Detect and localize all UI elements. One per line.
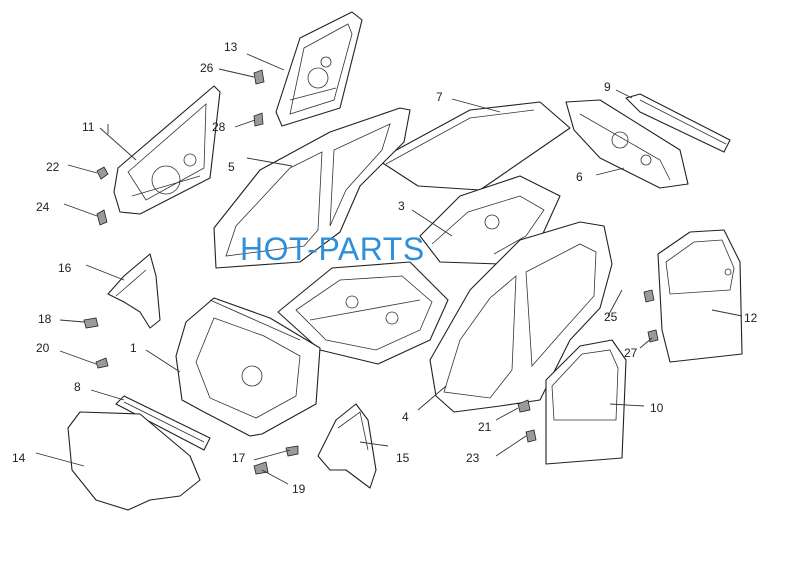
callout-21: 21 <box>478 420 492 434</box>
part-6-rear-panel <box>565 99 689 189</box>
part-22-hinge <box>96 166 109 180</box>
callout-11: 11 <box>82 120 95 134</box>
part-28-bracket <box>253 112 264 127</box>
leader-lines <box>35 53 743 485</box>
callout-16: 16 <box>58 261 72 275</box>
callout-19: 19 <box>292 482 306 496</box>
callout-18: 18 <box>38 312 52 326</box>
part-16-fender-left <box>107 253 161 329</box>
callout-4: 4 <box>402 410 409 424</box>
part-24-hinge <box>96 209 108 226</box>
part-7-roof <box>377 101 571 191</box>
part-9-rear-beam <box>625 93 731 153</box>
part-8-bumper-beam <box>115 395 211 451</box>
part-21-bracket <box>517 399 531 413</box>
part-13-door-frame <box>275 11 363 127</box>
callout-17: 17 <box>232 451 246 465</box>
part-15-fender-right <box>317 403 377 489</box>
callout-12: 12 <box>744 311 758 325</box>
callout-5: 5 <box>228 160 235 174</box>
callout-9: 9 <box>604 80 611 94</box>
part-5-side-outer <box>213 107 411 269</box>
callout-6: 6 <box>576 170 583 184</box>
callout-3: 3 <box>398 199 405 213</box>
callout-1: 1 <box>130 341 137 355</box>
part-25-bracket <box>643 289 655 303</box>
callout-13: 13 <box>224 40 238 54</box>
callout-10: 10 <box>650 401 664 415</box>
part-11-front-door <box>113 85 221 215</box>
callout-22: 22 <box>46 160 60 174</box>
part-20-bracket <box>95 357 109 369</box>
callout-23: 23 <box>466 451 480 465</box>
callout-8: 8 <box>74 380 81 394</box>
part-26-bracket <box>253 69 265 85</box>
part-1-front-structure <box>175 297 321 437</box>
callout-26: 26 <box>200 61 214 75</box>
callout-15: 15 <box>396 451 410 465</box>
part-23-bracket <box>525 429 537 443</box>
part-4-side-right <box>429 221 613 413</box>
callout-25: 25 <box>604 310 618 324</box>
callout-7: 7 <box>436 90 443 104</box>
callout-27: 27 <box>624 346 638 360</box>
callout-24: 24 <box>36 200 50 214</box>
part-10-rear-door <box>545 339 627 465</box>
floor-pan <box>277 261 449 365</box>
part-12-tailgate <box>657 229 743 363</box>
callout-20: 20 <box>36 341 50 355</box>
part-18-bracket <box>83 317 99 329</box>
callout-14: 14 <box>12 451 26 465</box>
part-14-hood <box>67 411 201 511</box>
callout-28: 28 <box>212 120 226 134</box>
part-17-bracket <box>285 445 299 457</box>
watermark: HOT-PARTS <box>240 231 425 267</box>
